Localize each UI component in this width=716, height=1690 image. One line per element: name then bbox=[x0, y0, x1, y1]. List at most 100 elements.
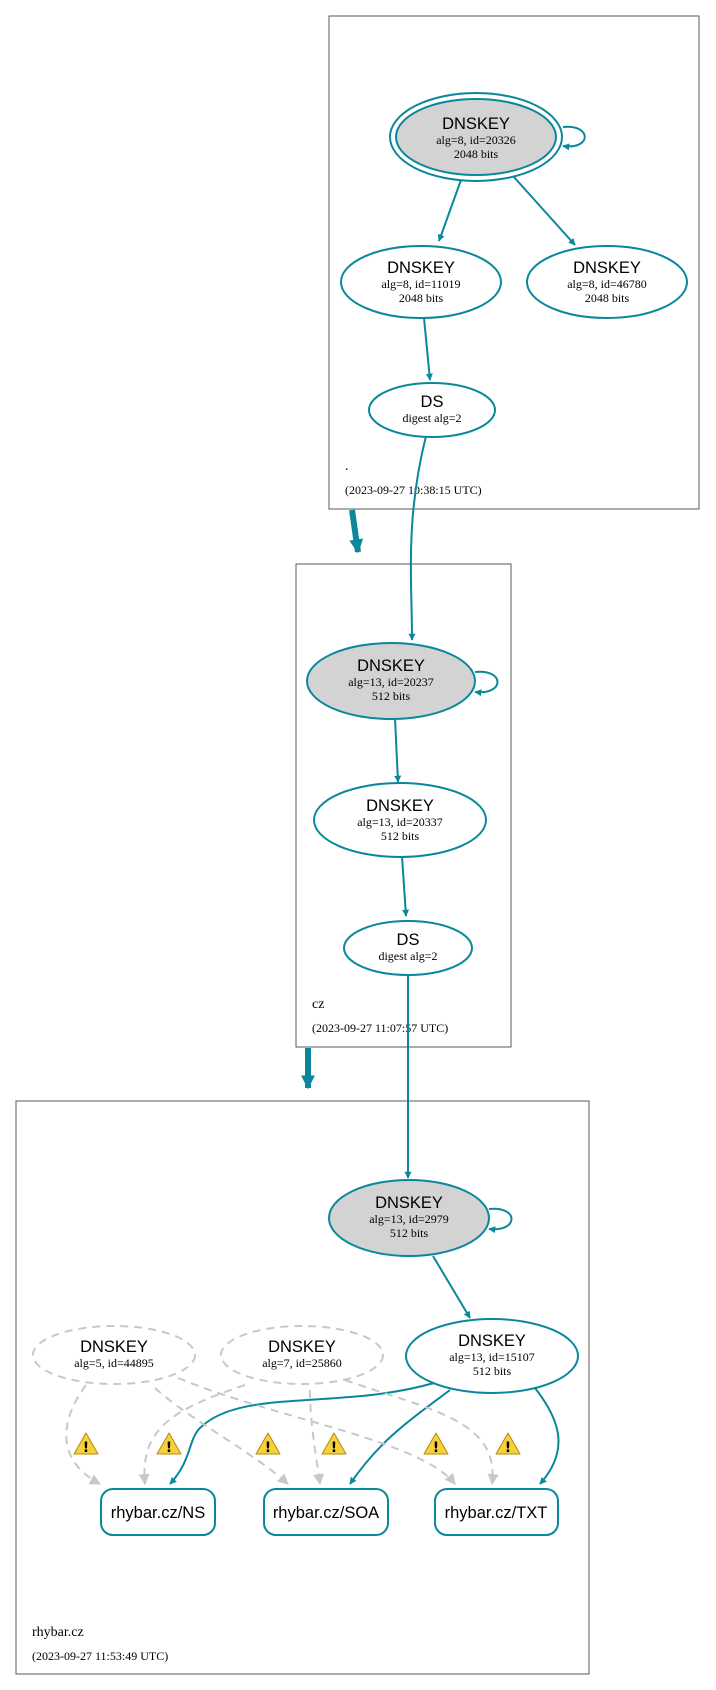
node-root-ds[interactable]: DS digest alg=2 bbox=[368, 382, 496, 438]
warning-icon: ! bbox=[423, 1432, 449, 1456]
node-root-zsk2-shape bbox=[526, 245, 688, 319]
node-root-zsk1[interactable]: DNSKEY alg=8, id=11019 2048 bits bbox=[340, 245, 502, 319]
node-rh-key7-line1: alg=7, id=25860 bbox=[262, 1356, 342, 1370]
zone-cz-name: cz bbox=[312, 997, 324, 1012]
node-rh-ksk-title: DNSKEY bbox=[375, 1194, 443, 1212]
node-root-ksk-line1: alg=8, id=20326 bbox=[436, 133, 516, 147]
node-cz-zsk-title: DNSKEY bbox=[366, 797, 434, 815]
node-root-zsk2-line1: alg=8, id=46780 bbox=[567, 277, 647, 291]
node-cz-zsk-shape bbox=[313, 782, 487, 858]
record-soa-box bbox=[263, 1488, 389, 1536]
zone-cz-box bbox=[295, 563, 512, 1048]
record-txt-box bbox=[434, 1488, 559, 1536]
zone-root: . (2023-09-27 10:38:15 UTC) bbox=[328, 15, 700, 510]
warning-glyph: ! bbox=[83, 1440, 89, 1456]
edge-rh-ksk-self bbox=[488, 1207, 513, 1234]
node-root-ksk-title: DNSKEY bbox=[442, 115, 510, 133]
edge-key5-to-soa bbox=[154, 1387, 289, 1485]
node-rh-key5-shape bbox=[32, 1325, 196, 1385]
edges-secure bbox=[169, 125, 586, 1485]
node-rh-zsk-line2: 512 bits bbox=[473, 1364, 512, 1378]
zone-rhybar-box bbox=[15, 1100, 590, 1675]
node-root-ds-shape bbox=[368, 382, 496, 438]
node-root-zsk1-shape bbox=[340, 245, 502, 319]
node-cz-ksk-line1: alg=13, id=20237 bbox=[348, 675, 434, 689]
node-cz-zsk-line1: alg=13, id=20337 bbox=[357, 815, 443, 829]
zone-root-name: . bbox=[345, 459, 349, 474]
record-soa[interactable]: rhybar.cz/SOA bbox=[263, 1488, 389, 1536]
node-rh-ksk-line2: 512 bits bbox=[390, 1226, 429, 1240]
node-cz-ksk-shape bbox=[306, 642, 476, 720]
node-root-ksk[interactable]: DNSKEY alg=8, id=20326 2048 bits bbox=[389, 92, 563, 182]
node-rh-key5-line1: alg=5, id=44895 bbox=[74, 1356, 154, 1370]
warning-icon: ! bbox=[495, 1432, 521, 1456]
zone-root-box bbox=[328, 15, 700, 510]
node-root-zsk2-line2: 2048 bits bbox=[585, 291, 630, 305]
edge-rh-ksk-to-zsk bbox=[432, 1255, 471, 1319]
record-ns-label: rhybar.cz/NS bbox=[111, 1504, 205, 1522]
node-root-zsk2[interactable]: DNSKEY alg=8, id=46780 2048 bits bbox=[526, 245, 688, 319]
node-root-zsk1-line2: 2048 bits bbox=[399, 291, 444, 305]
edge-root-ksk-to-zsk2 bbox=[512, 175, 576, 246]
node-rh-zsk-title: DNSKEY bbox=[458, 1332, 526, 1350]
warning-icon: ! bbox=[321, 1432, 347, 1456]
node-root-ds-line1: digest alg=2 bbox=[402, 411, 461, 425]
node-cz-ksk-line2: 512 bits bbox=[372, 689, 411, 703]
zone-rhybar-name: rhybar.cz bbox=[32, 1625, 84, 1640]
warning-glyph: ! bbox=[505, 1440, 511, 1456]
node-cz-ds[interactable]: DS digest alg=2 bbox=[343, 920, 473, 976]
warning-glyph: ! bbox=[331, 1440, 337, 1456]
warning-triangle bbox=[495, 1432, 521, 1455]
node-cz-zsk[interactable]: DNSKEY alg=13, id=20337 512 bits bbox=[313, 782, 487, 858]
record-txt[interactable]: rhybar.cz/TXT bbox=[434, 1488, 559, 1536]
node-root-ksk-outer bbox=[389, 92, 563, 182]
record-txt-label: rhybar.cz/TXT bbox=[445, 1504, 548, 1522]
node-rh-key5[interactable]: DNSKEY alg=5, id=44895 bbox=[32, 1325, 196, 1385]
node-rh-key7-title: DNSKEY bbox=[268, 1338, 336, 1356]
node-root-zsk1-title: DNSKEY bbox=[387, 259, 455, 277]
edge-key7-to-txt bbox=[344, 1379, 499, 1486]
record-soa-label: rhybar.cz/SOA bbox=[273, 1504, 379, 1522]
node-root-ksk-inner bbox=[395, 98, 557, 176]
warning-icons: !!!!!! bbox=[73, 1432, 521, 1456]
zone-rhybar: rhybar.cz (2023-09-27 11:53:49 UTC) bbox=[15, 1100, 590, 1675]
node-cz-ksk[interactable]: DNSKEY alg=13, id=20237 512 bits bbox=[306, 642, 476, 720]
node-rh-ksk[interactable]: DNSKEY alg=13, id=2979 512 bits bbox=[328, 1179, 490, 1257]
edge-root-ksk-to-zsk1 bbox=[437, 179, 462, 242]
edge-cz-ksk-to-zsk bbox=[394, 717, 402, 783]
node-root-ksk-line2: 2048 bits bbox=[454, 147, 499, 161]
edge-root-ds-to-cz-ksk bbox=[408, 435, 427, 641]
warning-glyph: ! bbox=[166, 1440, 172, 1456]
node-rh-ksk-line1: alg=13, id=2979 bbox=[369, 1212, 449, 1226]
record-ns-box bbox=[100, 1488, 216, 1536]
warning-triangle bbox=[321, 1432, 347, 1455]
edge-key7-to-ns bbox=[138, 1384, 246, 1486]
node-rh-key7-shape bbox=[220, 1325, 384, 1385]
node-root-zsk1-line1: alg=8, id=11019 bbox=[381, 277, 460, 291]
edges-insecure bbox=[65, 1377, 499, 1486]
node-rh-key7[interactable]: DNSKEY alg=7, id=25860 bbox=[220, 1325, 384, 1385]
node-cz-ds-title: DS bbox=[397, 931, 420, 949]
warning-icon: ! bbox=[255, 1432, 281, 1456]
zone-root-timestamp: (2023-09-27 10:38:15 UTC) bbox=[345, 483, 482, 497]
warning-icon: ! bbox=[73, 1432, 99, 1456]
delegation-arrow-root-cz bbox=[349, 509, 364, 554]
edge-cz-ksk-self bbox=[474, 670, 499, 697]
edge-root-ksk-self bbox=[562, 125, 586, 151]
node-rh-zsk[interactable]: DNSKEY alg=13, id=15107 512 bits bbox=[405, 1318, 579, 1394]
node-rh-zsk-line1: alg=13, id=15107 bbox=[449, 1350, 535, 1364]
record-ns[interactable]: rhybar.cz/NS bbox=[100, 1488, 216, 1536]
warning-glyph: ! bbox=[433, 1440, 439, 1456]
warning-triangle bbox=[156, 1432, 182, 1455]
zone-rhybar-timestamp: (2023-09-27 11:53:49 UTC) bbox=[32, 1649, 168, 1663]
node-cz-ksk-title: DNSKEY bbox=[357, 657, 425, 675]
edge-key5-to-txt bbox=[177, 1377, 456, 1485]
edge-rh-zsk-to-txt bbox=[534, 1387, 560, 1485]
edge-cz-zsk-to-ds bbox=[401, 855, 410, 917]
zone-cz-timestamp: (2023-09-27 11:07:57 UTC) bbox=[312, 1021, 448, 1035]
node-rh-key5-title: DNSKEY bbox=[80, 1338, 148, 1356]
node-cz-zsk-line2: 512 bits bbox=[381, 829, 420, 843]
zone-cz: cz (2023-09-27 11:07:57 UTC) bbox=[295, 563, 512, 1048]
warning-icon: ! bbox=[156, 1432, 182, 1456]
warning-triangle bbox=[423, 1432, 449, 1455]
